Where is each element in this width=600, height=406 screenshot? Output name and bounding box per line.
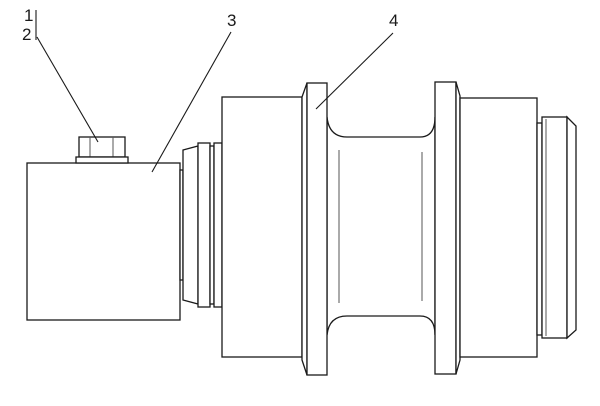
leader-line-3 xyxy=(151,31,232,173)
callout-4-group: 4 xyxy=(315,11,398,110)
leader-line-1-2 xyxy=(36,36,99,143)
seal-rings xyxy=(179,142,223,308)
end-cap xyxy=(541,115,577,340)
leader-line-4 xyxy=(315,32,394,110)
callout-3-group: 3 xyxy=(151,11,236,173)
callout-1-2: 1 2 xyxy=(22,6,99,143)
roller-body-left xyxy=(221,96,303,358)
callout-1: 1 xyxy=(24,6,33,25)
washer xyxy=(75,156,129,164)
callout-4: 4 xyxy=(389,11,398,30)
flange-left xyxy=(301,82,328,376)
callout-2: 2 xyxy=(22,25,31,44)
flange-right xyxy=(434,81,461,375)
roller-tread xyxy=(326,116,436,336)
roller-body-right xyxy=(459,97,543,358)
callout-3: 3 xyxy=(227,11,236,30)
mounting-block xyxy=(26,162,181,321)
bolt xyxy=(78,136,126,158)
